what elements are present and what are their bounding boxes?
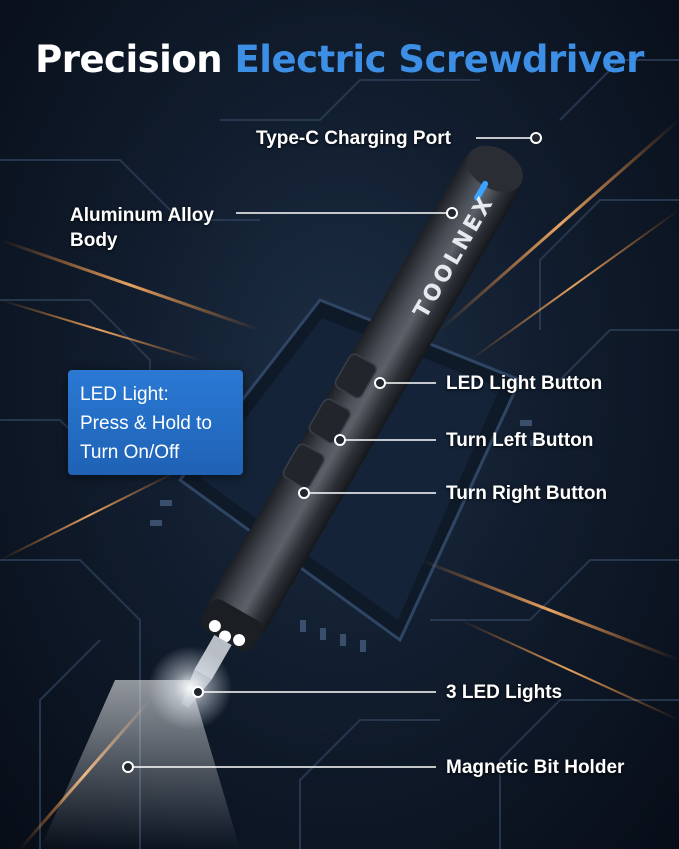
callout-turn-right: Turn Right Button [446, 483, 608, 504]
title-part-precision: Precision [35, 38, 223, 81]
screwdriver: TOOLNEX [148, 145, 523, 730]
page-title: Precision Electric Screwdriver [0, 38, 679, 81]
charging-indicator-light [474, 180, 489, 201]
right-button-shape [282, 443, 325, 489]
tip-line2: Press & Hold to [80, 413, 212, 434]
callout-led-button: LED Light Button [446, 373, 603, 394]
circuit-traces [0, 59, 679, 849]
callout-body-line2: Body [70, 230, 118, 251]
tip-line1: LED Light: [80, 384, 169, 405]
led-button-shape [334, 353, 377, 399]
callout-led-lights: 3 LED Lights [446, 682, 563, 703]
callout-aluminum-body: Aluminum Alloy Body [70, 203, 214, 253]
callout-type-c-port: Type-C Charging Port [256, 128, 451, 149]
callout-bit-holder: Magnetic Bit Holder [446, 757, 625, 778]
tip-line3: Turn On/Off [80, 442, 180, 463]
title-part-electric-screwdriver: Electric Screwdriver [234, 38, 645, 81]
led-tip-box: LED Light: Press & Hold to Turn On/Off [68, 370, 243, 475]
callout-turn-left: Turn Left Button [446, 430, 594, 451]
callout-connectors [122, 132, 542, 773]
callout-body-line1: Aluminum Alloy [70, 205, 214, 226]
left-button-shape [308, 398, 351, 444]
